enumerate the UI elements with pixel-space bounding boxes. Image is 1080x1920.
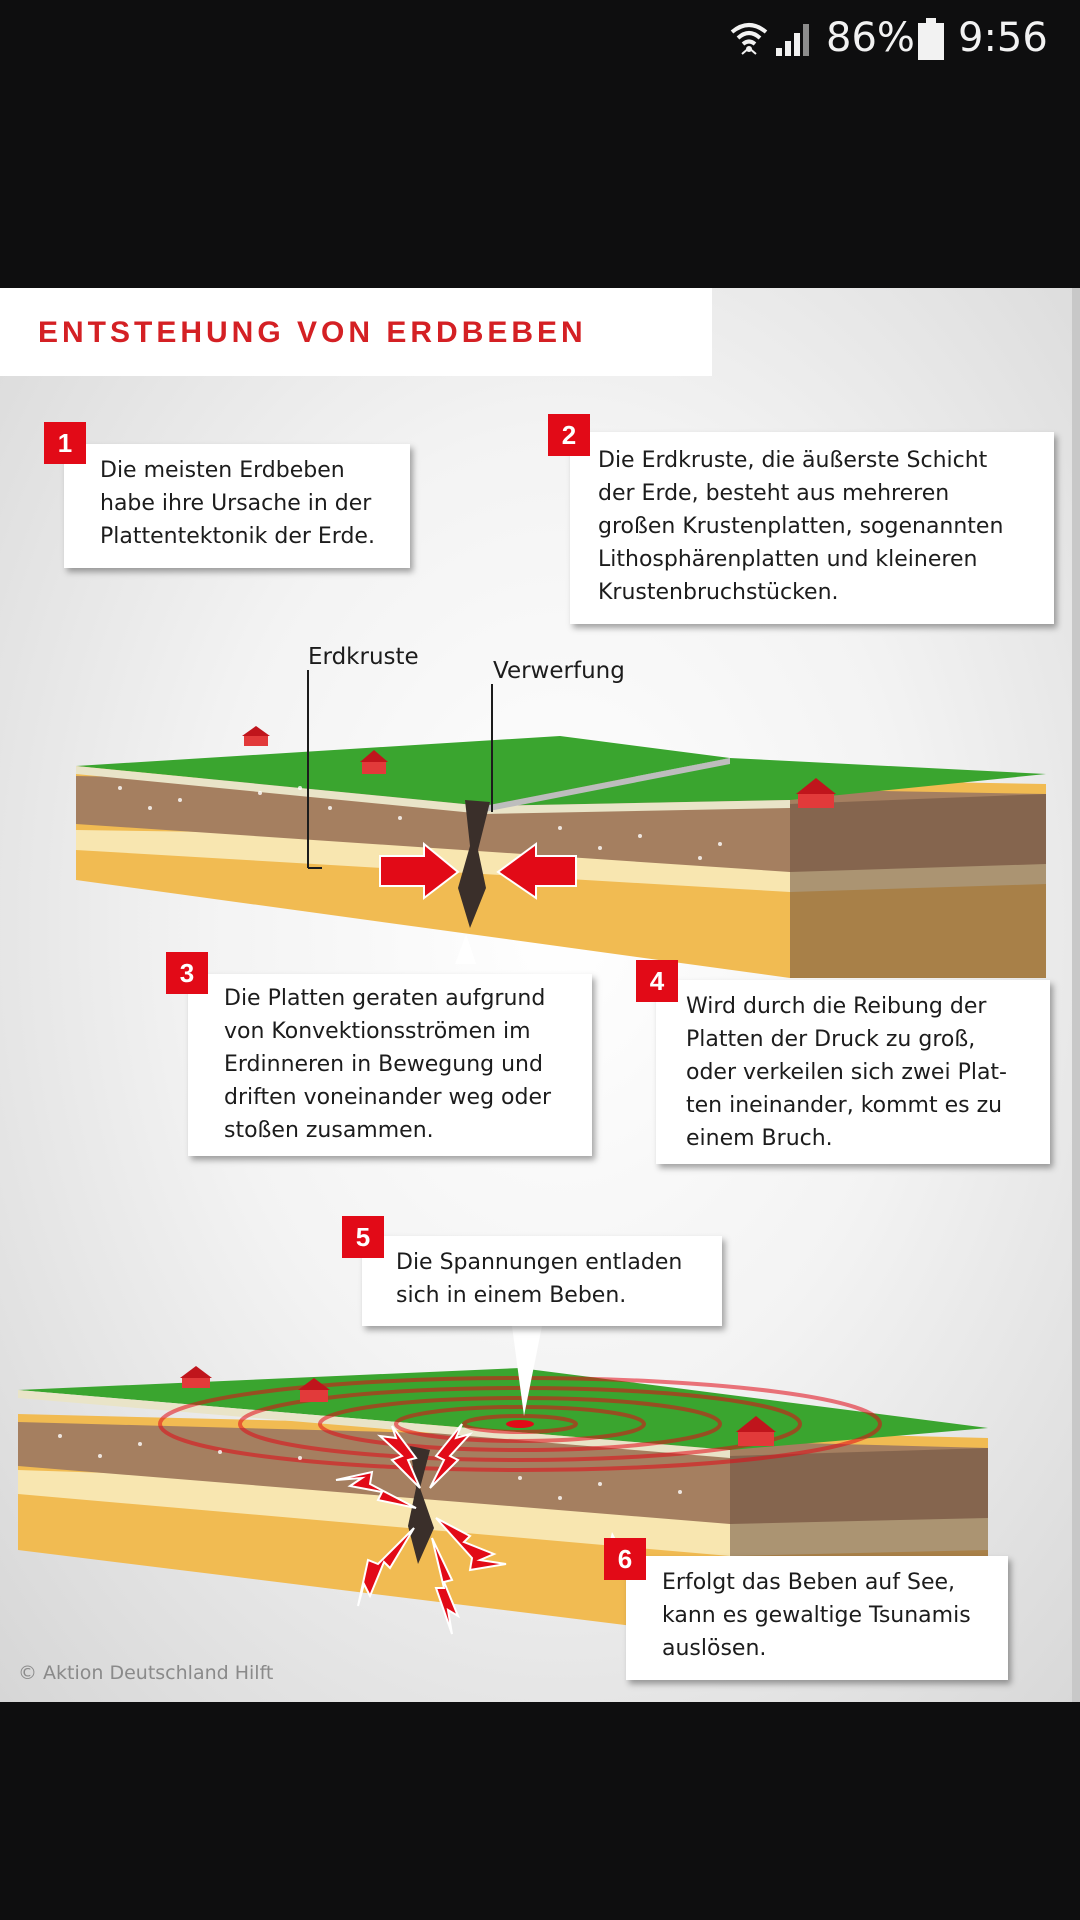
battery-icon [918, 18, 944, 60]
step-2-badge: 2 [548, 414, 590, 456]
earthquake-infographic: ENTSTEHUNG VON ERDBEBEN 1 Die meisten Er… [0, 288, 1080, 1702]
title-band: ENTSTEHUNG VON ERDBEBEN [0, 288, 712, 376]
signal-icon [776, 24, 809, 56]
house-icon [360, 750, 388, 774]
step-2-box: Die Erdkruste, die äußerste Schicht der … [570, 432, 1054, 624]
step-4-badge: 4 [636, 960, 678, 1002]
copyright-credit: © Aktion Deutschland Hilft [18, 1662, 274, 1684]
next-page-edge [1072, 288, 1080, 1702]
label-fault: Verwerfung [493, 658, 625, 684]
house-icon [242, 726, 270, 746]
house-icon [180, 1366, 212, 1388]
status-bar: 86% 9:56 [0, 0, 1080, 80]
step-1-badge: 1 [44, 422, 86, 464]
step-5-box: Die Spannungen entladen sich in einem Be… [362, 1236, 722, 1326]
upper-block-diagram [76, 670, 1046, 978]
step-3-box: Die Platten geraten aufgrund von Konvekt… [188, 974, 592, 1156]
label-crust: Erdkruste [308, 644, 419, 670]
house-icon [298, 1378, 330, 1402]
house-icon [796, 778, 836, 808]
wifi-icon [730, 23, 768, 55]
battery-percentage: 86% [826, 15, 915, 61]
house-icon [736, 1416, 776, 1446]
step-1-box: Die meisten Erdbeben habe ihre Ursache i… [64, 444, 410, 568]
infographic-title: ENTSTEHUNG VON ERDBEBEN [38, 316, 587, 349]
step-5-badge: 5 [342, 1216, 384, 1258]
step-3-badge: 3 [166, 952, 208, 994]
step-6-badge: 6 [604, 1538, 646, 1580]
clock: 9:56 [958, 15, 1048, 61]
step-4-box: Wird durch die Reibung der Platten der D… [656, 980, 1050, 1164]
step-6-box: Erfolgt das Beben auf See, kann es gewal… [626, 1556, 1008, 1680]
